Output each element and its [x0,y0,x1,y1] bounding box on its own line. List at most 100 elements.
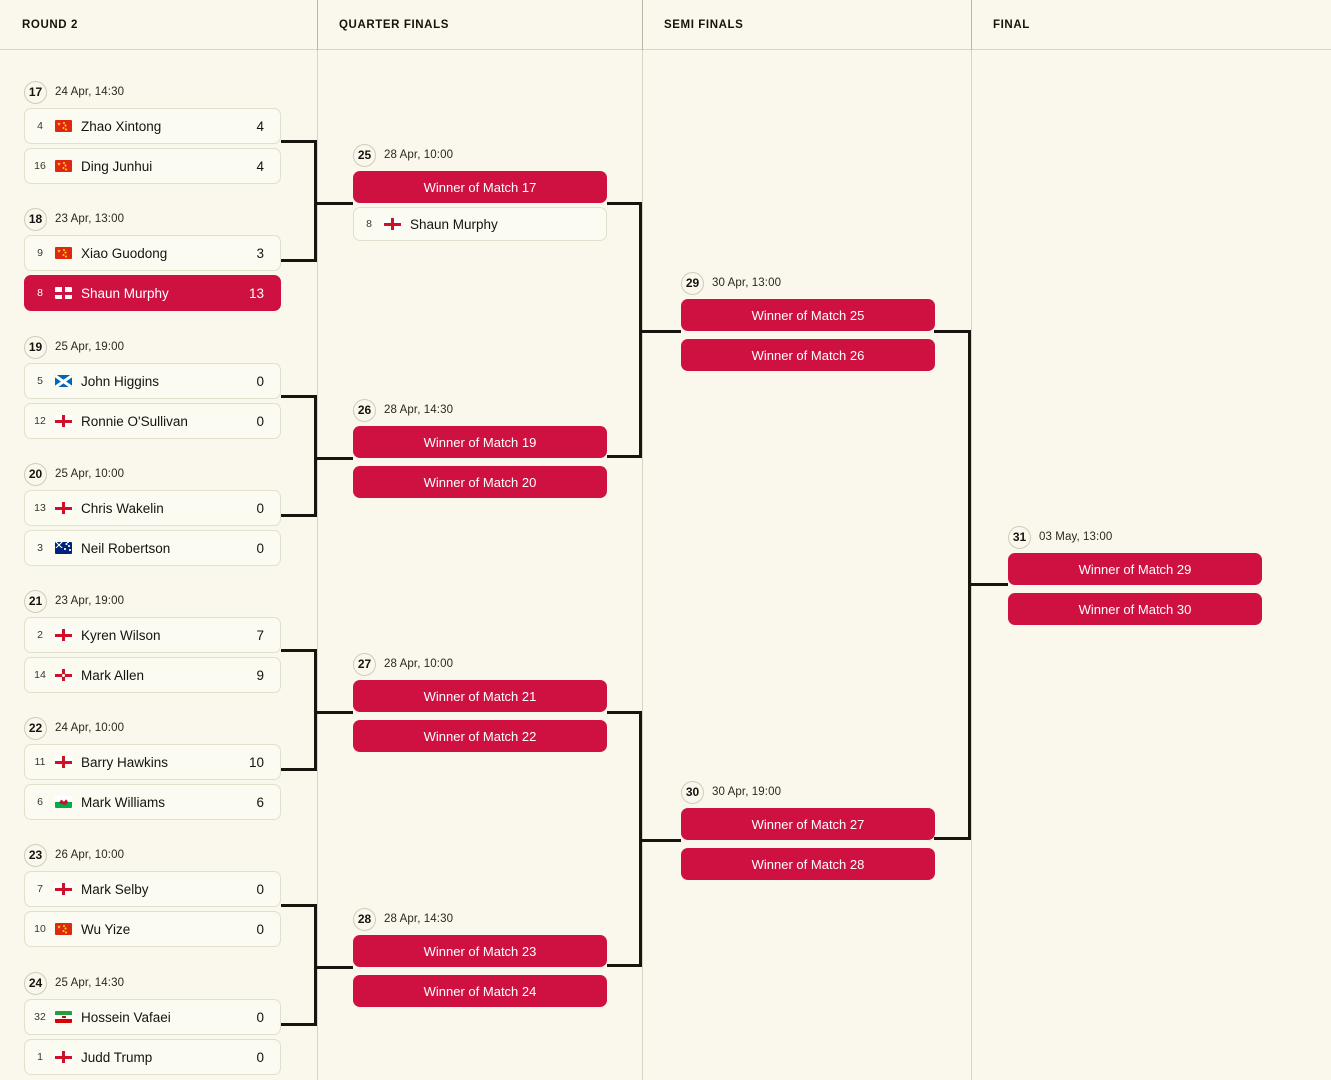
match-number-badge: 24 [24,971,47,995]
match-number-badge: 17 [24,80,47,104]
column-header-semi-finals: SEMI FINALS [642,0,971,50]
player-row[interactable]: 1 Judd Trump 0 [24,1039,281,1075]
placeholder-label: Winner of Match 22 [423,728,537,744]
match-24[interactable]: 24 25 Apr, 14:30 32 Hossein Vafaei 0 1 J… [24,971,281,1075]
placeholder-row[interactable]: Winner of Match 24 [353,975,607,1007]
match-number-badge: 26 [353,398,376,422]
placeholder-row[interactable]: Winner of Match 17 [353,171,607,203]
player-seed: 3 [37,542,43,554]
placeholder-row[interactable]: Winner of Match 29 [1008,553,1262,585]
player-score: 0 [256,413,264,429]
flag-england-icon [384,218,401,230]
player-row-winner[interactable]: 8 Shaun Murphy 13 [24,275,281,311]
player-name: Mark Williams [81,794,165,810]
player-row[interactable]: 13 Chris Wakelin 0 [24,490,281,526]
placeholder-row[interactable]: Winner of Match 21 [353,680,607,712]
flag-china-icon [55,160,72,172]
flag-england-icon [55,287,72,299]
match-27[interactable]: 27 28 Apr, 10:00 Winner of Match 21 Winn… [353,652,607,752]
placeholder-row[interactable]: Winner of Match 30 [1008,593,1262,625]
placeholder-row[interactable]: Winner of Match 19 [353,426,607,458]
match-26[interactable]: 26 28 Apr, 14:30 Winner of Match 19 Winn… [353,398,607,498]
match-31[interactable]: 31 03 May, 13:00 Winner of Match 29 Winn… [1008,525,1262,625]
player-row[interactable]: 14 Mark Allen 9 [24,657,281,693]
player-row[interactable]: 10 Wu Yize 0 [24,911,281,947]
flag-emblem-detail [61,1016,66,1018]
player-name: Xiao Guodong [81,245,168,261]
placeholder-row[interactable]: Winner of Match 23 [353,935,607,967]
column-divider [317,0,318,50]
column-header-quarter-finals: QUARTER FINALS [317,0,642,50]
connector [281,1023,317,1026]
match-number-badge: 18 [24,207,47,231]
placeholder-row[interactable]: Winner of Match 20 [353,466,607,498]
placeholder-row[interactable]: Winner of Match 26 [681,339,935,371]
match-time: 24 Apr, 10:00 [55,722,125,734]
player-row[interactable]: 2 Kyren Wilson 7 [24,617,281,653]
player-row[interactable]: 7 Mark Selby 0 [24,871,281,907]
match-number-badge: 25 [353,143,376,167]
player-row[interactable]: 5 John Higgins 0 [24,363,281,399]
player-score: 0 [256,881,264,897]
match-21[interactable]: 21 23 Apr, 19:00 2 Kyren Wilson 7 14 Mar… [24,589,281,693]
player-score: 13 [248,285,264,301]
player-name: Mark Allen [81,667,145,683]
player-row[interactable]: 4 Zhao Xintong 4 [24,108,281,144]
player-seed: 13 [34,502,46,514]
match-30[interactable]: 30 30 Apr, 19:00 Winner of Match 27 Winn… [681,780,935,880]
match-time: 03 May, 13:00 [1039,531,1113,543]
placeholder-label: Winner of Match 17 [423,179,537,195]
player-seed: 1 [37,1051,43,1063]
placeholder-label: Winner of Match 20 [423,474,537,490]
match-time: 28 Apr, 14:30 [384,913,454,925]
connector [314,966,353,969]
match-18[interactable]: 18 23 Apr, 13:00 9 Xiao Guodong 3 8 Shau… [24,207,281,311]
match-29[interactable]: 29 30 Apr, 13:00 Winner of Match 25 Winn… [681,271,935,371]
player-name: Mark Selby [81,881,149,897]
match-number-badge: 29 [681,271,704,295]
placeholder-row[interactable]: Winner of Match 27 [681,808,935,840]
player-score: 0 [256,500,264,516]
match-meta: 23 26 Apr, 10:00 [24,843,281,867]
player-row[interactable]: 16 Ding Junhui 4 [24,148,281,184]
flag-star-detail [61,672,66,678]
player-score: 7 [256,627,264,643]
player-row[interactable]: 6 Mark Williams 6 [24,784,281,820]
flag-england-icon [55,883,72,895]
placeholder-row[interactable]: Winner of Match 22 [353,720,607,752]
connector [934,330,971,333]
match-time: 28 Apr, 10:00 [384,658,454,670]
placeholder-row[interactable]: Winner of Match 28 [681,848,935,880]
match-number-badge: 22 [24,716,47,740]
player-seed: 4 [37,120,43,132]
match-meta: 31 03 May, 13:00 [1008,525,1262,549]
player-row[interactable]: 11 Barry Hawkins 10 [24,744,281,780]
flag-wales-icon [55,796,72,808]
player-row[interactable]: 3 Neil Robertson 0 [24,530,281,566]
match-28[interactable]: 28 28 Apr, 14:30 Winner of Match 23 Winn… [353,907,607,1007]
player-row[interactable]: 12 Ronnie O'Sullivan 0 [24,403,281,439]
column-header-label: ROUND 2 [22,19,78,31]
match-meta: 22 24 Apr, 10:00 [24,716,281,740]
player-row[interactable]: 9 Xiao Guodong 3 [24,235,281,271]
match-19[interactable]: 19 25 Apr, 19:00 5 John Higgins 0 12 Ron… [24,335,281,439]
column-divider [642,50,643,1080]
placeholder-row[interactable]: Winner of Match 25 [681,299,935,331]
placeholder-label: Winner of Match 26 [751,347,865,363]
match-22[interactable]: 22 24 Apr, 10:00 11 Barry Hawkins 10 6 M… [24,716,281,820]
flag-china-icon [55,120,72,132]
placeholder-label: Winner of Match 25 [751,307,865,323]
column-header-label: QUARTER FINALS [339,19,449,31]
connector [607,964,642,967]
player-seed: 32 [34,1011,46,1023]
match-23[interactable]: 23 26 Apr, 10:00 7 Mark Selby 0 10 Wu Yi… [24,843,281,947]
player-row[interactable]: 8 Shaun Murphy [353,207,607,241]
player-score: 0 [256,540,264,556]
match-17[interactable]: 17 24 Apr, 14:30 4 Zhao Xintong 4 16 Din… [24,80,281,184]
flag-northern-ireland-icon [55,669,72,681]
match-20[interactable]: 20 25 Apr, 10:00 13 Chris Wakelin 0 3 Ne… [24,462,281,566]
match-time: 23 Apr, 19:00 [55,595,125,607]
match-25[interactable]: 25 28 Apr, 10:00 Winner of Match 17 8 Sh… [353,143,607,241]
match-meta: 18 23 Apr, 13:00 [24,207,281,231]
player-row[interactable]: 32 Hossein Vafaei 0 [24,999,281,1035]
